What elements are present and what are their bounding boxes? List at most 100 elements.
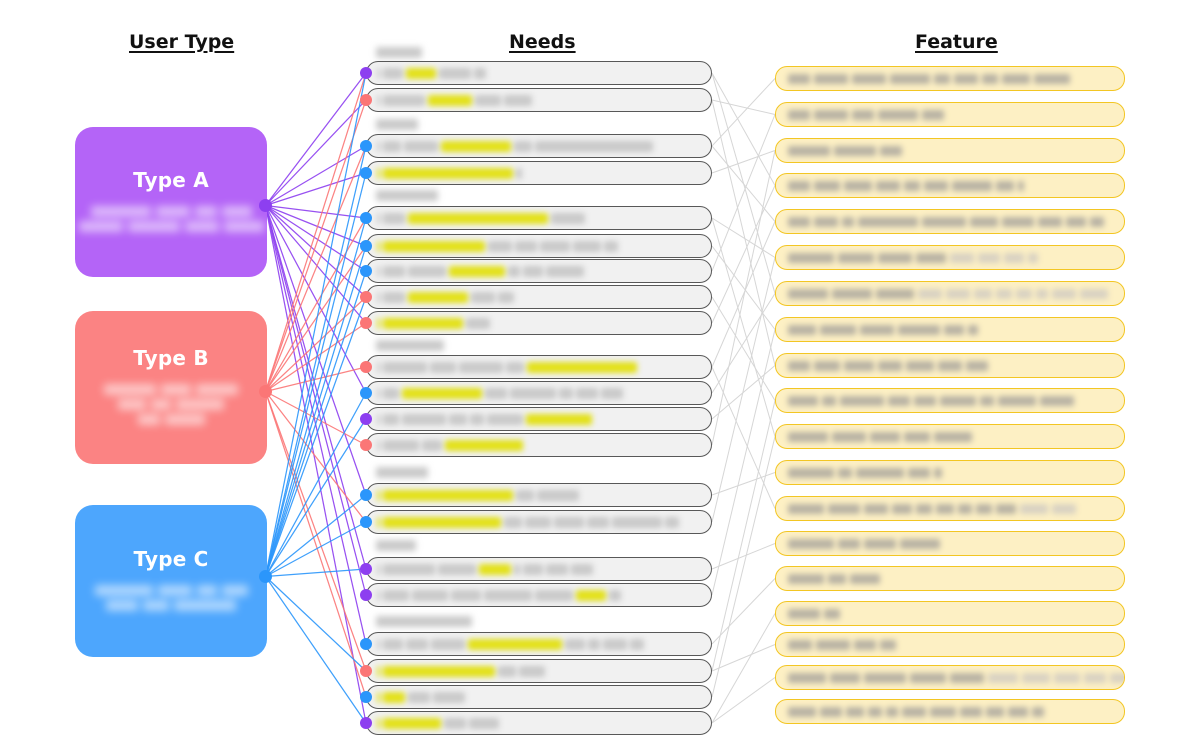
need-feature-link [711,99,776,366]
need-item[interactable] [366,311,712,335]
need-item-text [377,93,532,108]
user-type-node-b[interactable] [259,385,272,398]
need-node-blue[interactable] [360,516,372,528]
need-node-purple[interactable] [360,413,372,425]
need-node-red[interactable] [360,665,372,677]
feature-item[interactable] [775,665,1125,690]
need-feature-link [711,217,776,258]
usertype-need-link [265,366,367,393]
feature-item[interactable] [775,424,1125,449]
feature-item[interactable] [775,699,1125,724]
user-type-card-b[interactable]: Type B [75,311,267,464]
feature-item[interactable] [775,173,1125,198]
need-node-blue[interactable] [360,638,372,650]
need-item[interactable] [366,285,712,309]
need-item[interactable] [366,659,712,683]
need-node-red[interactable] [360,94,372,106]
usertype-need-link [265,494,367,577]
column-title-needs: Needs [509,31,576,53]
user-type-node-c[interactable] [259,570,272,583]
need-node-blue[interactable] [360,265,372,277]
need-item-text [377,316,490,331]
need-item[interactable] [366,433,712,457]
need-node-red[interactable] [360,439,372,451]
need-node-purple[interactable] [360,563,372,575]
need-feature-link [711,217,776,437]
feature-item[interactable] [775,245,1125,270]
user-type-node-a[interactable] [259,199,272,212]
feature-item-text [788,572,880,586]
usertype-need-link [264,217,367,577]
need-node-red[interactable] [360,361,372,373]
need-node-blue[interactable] [360,387,372,399]
usertype-need-link [264,99,367,392]
usertype-need-link [264,217,367,392]
need-node-blue[interactable] [360,240,372,252]
need-item[interactable] [366,355,712,379]
need-item[interactable] [366,483,712,507]
need-item[interactable] [366,61,712,85]
need-feature-link [711,400,776,672]
need-item[interactable] [366,259,712,283]
usertype-need-link [264,418,367,577]
need-node-blue[interactable] [360,691,372,703]
need-item[interactable] [366,407,712,431]
feature-item[interactable] [775,66,1125,91]
feature-item-text [788,430,972,444]
need-node-blue[interactable] [360,489,372,501]
need-item-text [377,166,522,181]
column-title-feature: Feature [915,31,998,53]
usertype-need-link [264,205,367,570]
need-node-purple[interactable] [360,67,372,79]
need-item-text [377,386,623,401]
need-group-label [376,616,472,630]
need-item[interactable] [366,88,712,112]
feature-item[interactable] [775,138,1125,163]
need-item[interactable] [366,206,712,230]
feature-item[interactable] [775,209,1125,234]
need-item-text [377,637,644,652]
usertype-need-link [264,205,367,724]
need-item[interactable] [366,161,712,185]
need-item-text [377,211,585,226]
usertype-need-link [264,72,367,577]
usertype-need-link-group [264,72,367,724]
need-node-red[interactable] [360,317,372,329]
user-type-card-c[interactable]: Type C [75,505,267,657]
need-item[interactable] [366,685,712,709]
need-feature-link [711,644,776,672]
need-node-purple[interactable] [360,589,372,601]
need-item[interactable] [366,381,712,405]
need-item[interactable] [366,234,712,258]
need-node-blue[interactable] [360,167,372,179]
feature-item[interactable] [775,601,1125,626]
usertype-need-link [265,172,367,207]
feature-item-text [788,394,1074,408]
feature-item[interactable] [775,317,1125,342]
need-node-blue[interactable] [360,212,372,224]
need-node-blue[interactable] [360,140,372,152]
need-feature-link [711,99,776,115]
usertype-need-link [265,204,367,219]
feature-item[interactable] [775,566,1125,591]
need-node-red[interactable] [360,291,372,303]
need-item[interactable] [366,134,712,158]
user-type-label-c: Type C [133,547,209,571]
need-item[interactable] [366,583,712,607]
feature-item[interactable] [775,353,1125,378]
feature-item[interactable] [775,388,1125,413]
user-type-card-a[interactable]: Type A [75,127,267,277]
need-item-text [377,412,592,427]
need-item[interactable] [366,632,712,656]
feature-item[interactable] [775,281,1125,306]
feature-item[interactable] [775,632,1125,657]
feature-item[interactable] [775,460,1125,485]
need-item[interactable] [366,711,712,735]
feature-item[interactable] [775,496,1125,521]
need-item[interactable] [366,557,712,581]
feature-item[interactable] [775,531,1125,556]
need-item[interactable] [366,510,712,534]
feature-item[interactable] [775,102,1125,127]
need-node-purple[interactable] [360,717,372,729]
need-feature-link [711,114,776,272]
